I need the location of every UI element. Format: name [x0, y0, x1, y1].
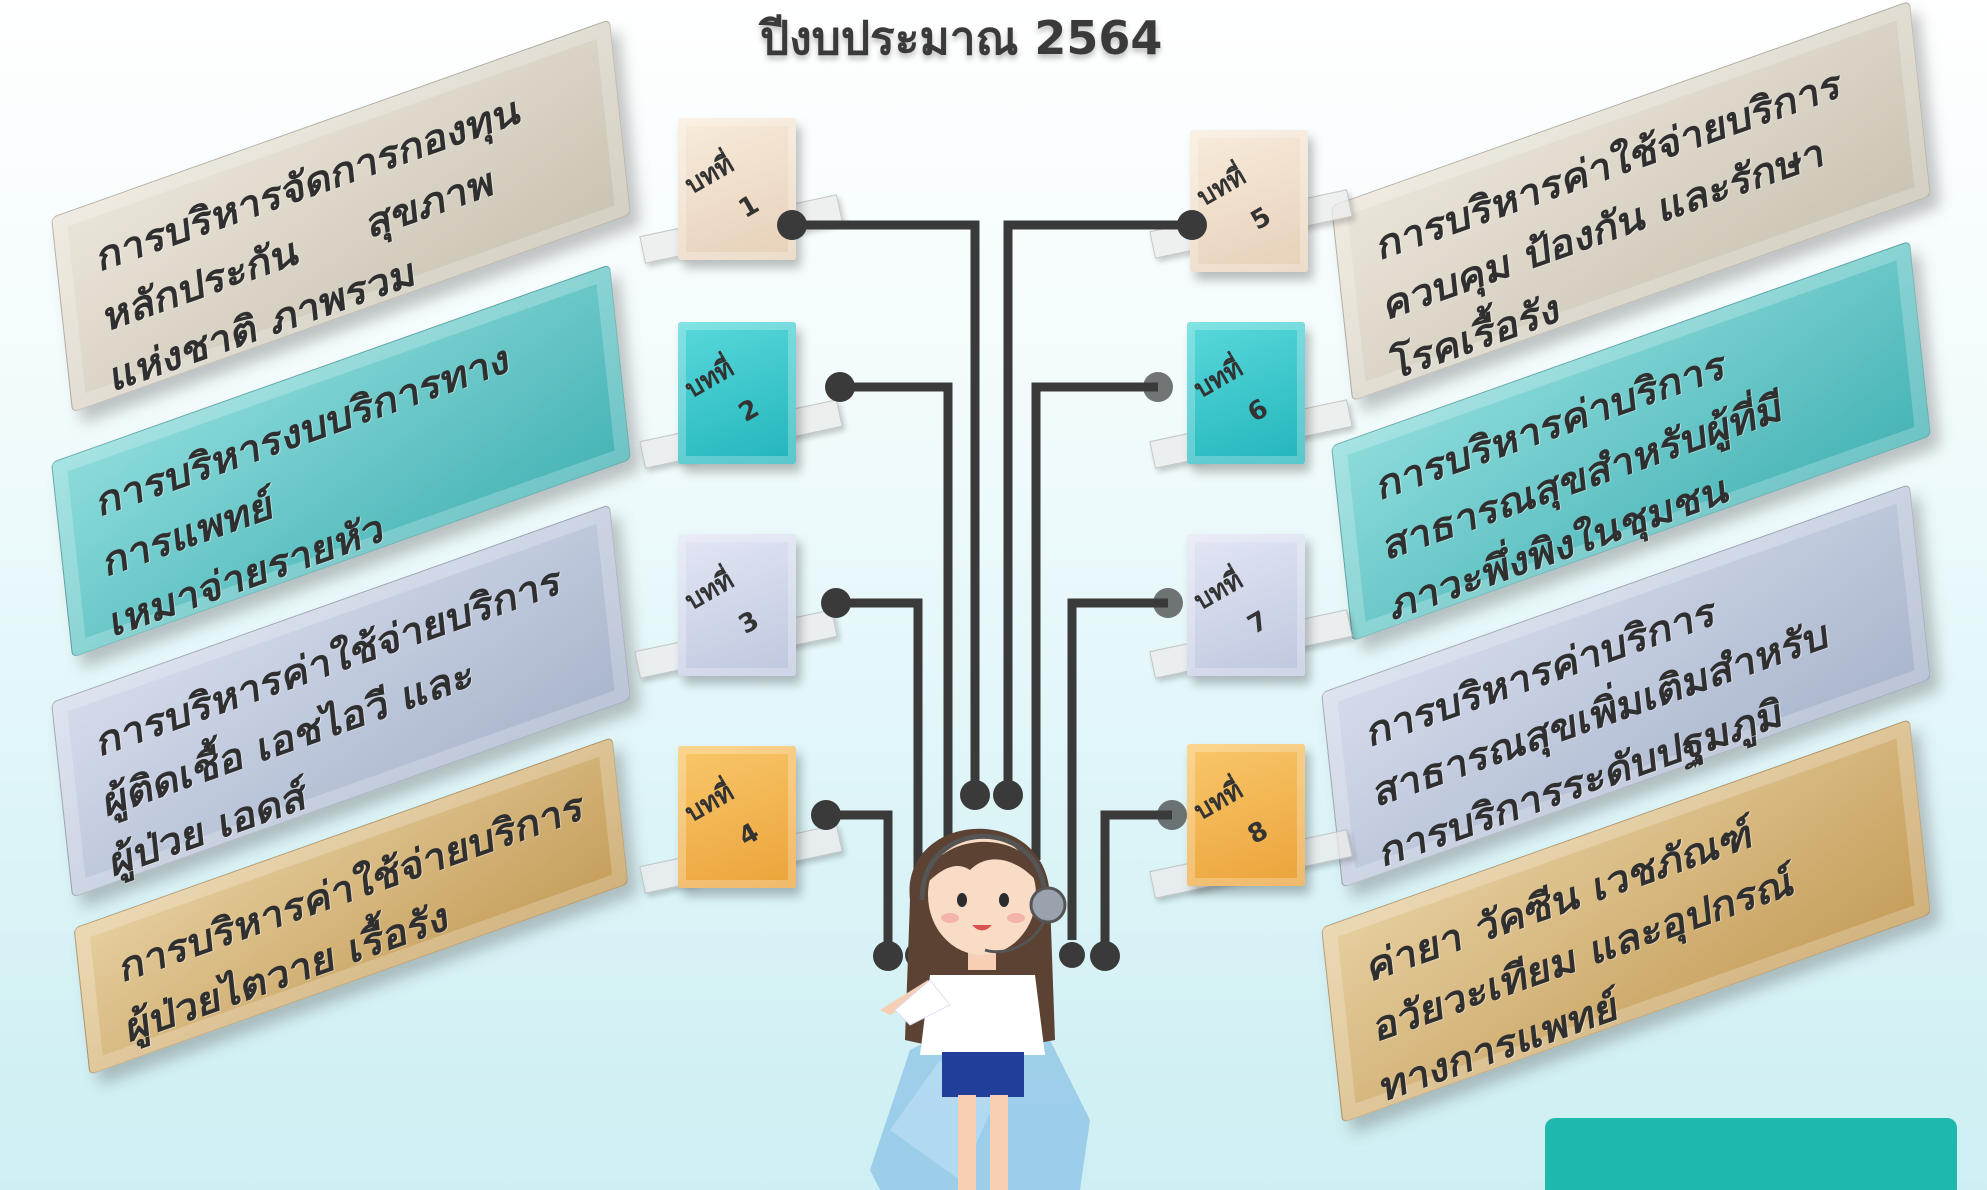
connector-3 — [836, 598, 923, 940]
chapter-tab-8[interactable]: บทที่ 8 — [1187, 744, 1305, 886]
connector-6 — [1031, 382, 1158, 860]
connector-dot-3a — [821, 588, 851, 618]
eye-right-icon — [999, 893, 1009, 907]
chapter-tab-2[interactable]: บทที่ 2 — [678, 322, 796, 464]
headset-mic — [984, 919, 1047, 954]
connector-7 — [1067, 598, 1168, 940]
connector-dot-1b — [960, 780, 990, 810]
connector-dot-4a — [811, 800, 841, 830]
operator-illustration — [870, 828, 1090, 1190]
connector-dot-6a — [1143, 372, 1173, 402]
chapter-tab-6[interactable]: บทที่ 6 — [1187, 322, 1305, 464]
connector-dot-8b — [1090, 941, 1120, 971]
skirt — [942, 1052, 1024, 1097]
shirt — [920, 975, 1045, 1055]
leg-left — [958, 1095, 976, 1190]
connector-1 — [792, 220, 980, 795]
connector-8 — [1100, 810, 1172, 956]
chapter-tab-7[interactable]: บทที่ 7 — [1187, 534, 1305, 676]
chapter-tab-3[interactable]: บทที่ 3 — [678, 534, 796, 676]
eye-left-icon — [957, 893, 967, 907]
connector-dot-2a — [825, 372, 855, 402]
chapter-tab-5[interactable]: บทที่ 5 — [1190, 130, 1308, 272]
corner-accent-box — [1545, 1118, 1957, 1190]
connector-5 — [1003, 220, 1192, 795]
connector-dot-8a — [1157, 800, 1187, 830]
connector-dot-7b — [1059, 942, 1085, 968]
page-title: ปีงบประมาณ 2564 — [760, 11, 1163, 65]
connector-dot-1a — [777, 210, 807, 240]
chapter-tab-4[interactable]: บทที่ 4 — [678, 746, 796, 888]
connector-4 — [826, 810, 893, 956]
connector-dot-4b — [873, 941, 903, 971]
connector-dot-7a — [1153, 588, 1183, 618]
connector-dot-5b — [993, 780, 1023, 810]
cheek-left — [941, 913, 959, 923]
headset-band — [919, 833, 1048, 901]
headset-icon — [1029, 886, 1067, 924]
connector-2 — [840, 382, 953, 860]
chapter-tab-1[interactable]: บทที่ 1 — [678, 118, 796, 260]
sleeve-left — [894, 979, 951, 1026]
arm-left — [880, 980, 932, 1015]
leg-right — [990, 1095, 1008, 1190]
bangs — [925, 841, 1040, 885]
cheek-right — [1007, 913, 1025, 923]
connector-dot-5a — [1177, 210, 1207, 240]
mouth-icon — [972, 925, 992, 931]
